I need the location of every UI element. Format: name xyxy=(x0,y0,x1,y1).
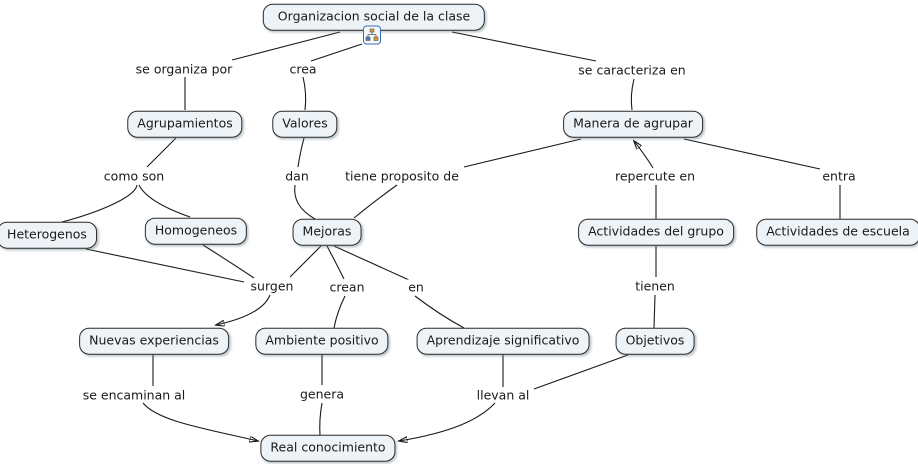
connector xyxy=(533,354,629,390)
node-ambiente-positivo[interactable]: Ambiente positivo xyxy=(255,327,389,355)
node-mejoras[interactable]: Mejoras xyxy=(292,218,362,246)
node-label: Actividades del grupo xyxy=(588,223,724,239)
connector xyxy=(297,137,305,168)
connector xyxy=(61,184,138,223)
connector xyxy=(146,137,177,168)
connector xyxy=(326,245,345,280)
connector xyxy=(353,184,398,219)
node-objetivos[interactable]: Objetivos xyxy=(615,327,695,355)
link-label-se-caracteriza-en[interactable]: se caracteriza en xyxy=(576,62,688,78)
connector xyxy=(202,244,255,279)
link-label-crean[interactable]: crean xyxy=(327,279,367,295)
connector xyxy=(142,402,258,441)
node-label: Aprendizaje significativo xyxy=(426,332,580,348)
node-actividades-del-grupo[interactable]: Actividades del grupo xyxy=(578,218,734,246)
connector xyxy=(231,31,341,61)
node-label: Agrupamientos xyxy=(137,115,233,131)
connector xyxy=(630,78,635,111)
node-label: Organizacion social de la clase xyxy=(277,8,471,24)
connector xyxy=(138,184,191,218)
node-label: Heterogenos xyxy=(7,226,87,242)
link-label-genera[interactable]: genera xyxy=(297,386,347,402)
connector xyxy=(302,76,307,111)
node-label: Objetivos xyxy=(625,332,685,348)
connector xyxy=(333,295,346,329)
node-label: Homogeneos xyxy=(154,222,238,238)
node-label: Real conocimiento xyxy=(270,439,386,455)
connector xyxy=(289,245,322,278)
node-homogeneos[interactable]: Homogeneos xyxy=(144,217,248,245)
connector xyxy=(463,138,582,168)
link-label-crea[interactable]: crea xyxy=(287,61,319,77)
link-label-como-son[interactable]: como son xyxy=(101,168,167,184)
node-valores[interactable]: Valores xyxy=(272,110,338,138)
node-real-conocimiento[interactable]: Real conocimiento xyxy=(260,434,396,462)
connector xyxy=(683,138,821,170)
connector xyxy=(399,402,496,441)
link-label-llevan-al[interactable]: llevan al xyxy=(474,387,532,403)
node-label: Valores xyxy=(282,115,328,131)
link-label-tiene-proposito-de[interactable]: tiene proposito de xyxy=(343,168,461,184)
node-label: Nuevas experiencias xyxy=(89,332,219,348)
connector xyxy=(319,402,323,436)
node-manera-de-agrupar[interactable]: Manera de agrupar xyxy=(563,110,703,138)
node-label: Manera de agrupar xyxy=(573,115,693,131)
connector xyxy=(85,248,245,283)
node-actividades-de-escuela[interactable]: Actividades de escuela xyxy=(756,218,918,246)
link-label-en[interactable]: en xyxy=(406,279,426,295)
link-label-repercute-en[interactable]: repercute en xyxy=(612,168,698,184)
node-label: Mejoras xyxy=(302,223,352,239)
connector xyxy=(634,141,654,169)
resource-link-icon[interactable] xyxy=(363,25,381,45)
connector xyxy=(451,31,597,62)
node-nuevas-experiencias[interactable]: Nuevas experiencias xyxy=(79,327,229,355)
connector xyxy=(414,295,465,329)
node-heterogenos[interactable]: Heterogenos xyxy=(0,221,97,249)
link-label-dan[interactable]: dan xyxy=(283,168,311,184)
node-label: Actividades de escuela xyxy=(766,223,910,239)
connector xyxy=(216,294,271,325)
node-label: Ambiente positivo xyxy=(265,332,379,348)
node-aprendizaje-significativo[interactable]: Aprendizaje significativo xyxy=(416,327,590,355)
connector xyxy=(653,294,656,329)
link-label-surgen[interactable]: surgen xyxy=(248,278,296,294)
connector xyxy=(294,184,316,220)
link-label-tienen[interactable]: tienen xyxy=(633,278,677,294)
link-label-se-encaminan-al[interactable]: se encaminan al xyxy=(80,387,188,403)
link-label-entra[interactable]: entra xyxy=(820,168,858,184)
connector xyxy=(333,245,410,281)
connector xyxy=(310,43,363,62)
node-agrupamientos[interactable]: Agrupamientos xyxy=(127,110,243,138)
link-label-se-organiza-por[interactable]: se organiza por xyxy=(133,61,235,77)
